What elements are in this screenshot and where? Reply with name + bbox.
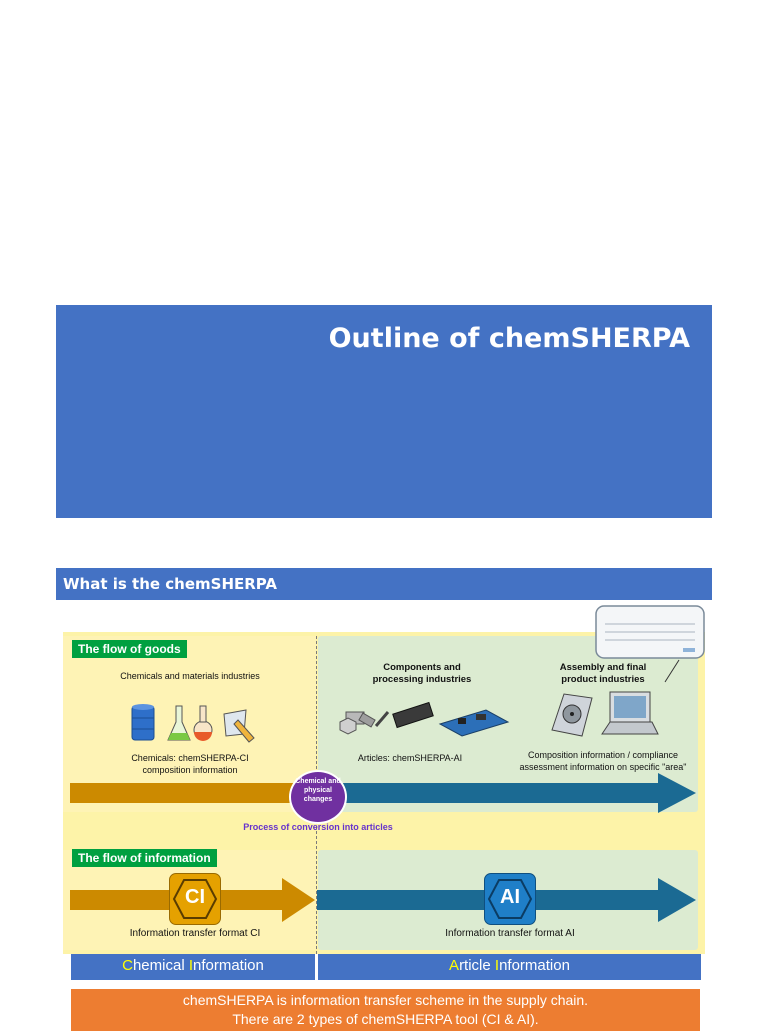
ai-badge: AI — [484, 873, 536, 925]
chemicals-icon — [131, 704, 255, 743]
article-label-letter-a: A — [449, 957, 460, 974]
chemical-information-label: Chemical Information — [71, 954, 315, 980]
article-label-part2: nformation — [499, 957, 570, 974]
product-devices-icon — [551, 691, 659, 737]
chemical-change-label: Chemical and physical changes — [295, 778, 341, 803]
process-caption: Process of conversion into articles — [243, 822, 393, 832]
composition-caption: Composition information / compliance ass… — [519, 750, 687, 772]
section-title: What is the chemSHERPA — [63, 575, 278, 593]
ai-hexagon-icon — [487, 879, 533, 919]
ai-caption: Information transfer format AI — [445, 928, 575, 939]
article-label-letter-i: I — [494, 957, 500, 974]
assembly-industries-label: Assembly and final product industries — [559, 662, 647, 685]
components-industries-label: Components and processing industries — [372, 662, 472, 685]
ci-badge: CI — [169, 873, 221, 925]
section-header: What is the chemSHERPA — [56, 568, 712, 600]
chemicals-caption: Chemicals: chemSHERPA-CI composition inf… — [131, 753, 249, 775]
goods-flow-arrow — [70, 773, 696, 813]
flow-of-goods-tag: The flow of goods — [72, 640, 187, 658]
info-flow-arrow — [70, 878, 696, 922]
ci-caption: Information transfer format CI — [129, 928, 261, 939]
ci-hexagon-icon — [172, 879, 218, 919]
air-conditioner-icon — [595, 605, 705, 683]
summary-line-1: chemSHERPA is information transfer schem… — [182, 992, 589, 1008]
articles-caption: Articles: chemSHERPA-AI — [357, 753, 463, 763]
article-information-label: Article Information — [318, 954, 701, 980]
summary-box: chemSHERPA is information transfer schem… — [71, 989, 700, 1031]
chemical-label-part1: hemical — [132, 957, 189, 974]
flow-of-info-tag: The flow of information — [72, 849, 217, 867]
chemicals-industries-label: Chemicals and materials industries — [120, 671, 260, 681]
components-icon — [339, 701, 510, 737]
article-label-part1: rticle — [459, 957, 495, 974]
title-band: Outline of chemSHERPA — [56, 305, 712, 518]
chemical-label-letter-c: C — [122, 957, 133, 974]
ai-badge-text: AI — [500, 886, 520, 908]
chemical-change-circle: Chemical and physical changes — [289, 770, 347, 824]
chemical-label-part2: nformation — [193, 957, 264, 974]
ci-badge-text: CI — [185, 886, 205, 908]
chemical-label-letter-i: I — [188, 957, 193, 974]
goods-chemicals-panel — [63, 636, 316, 812]
summary-line-2: There are 2 types of chemSHERPA tool (CI… — [232, 1011, 539, 1027]
page-title: Outline of chemSHERPA — [328, 323, 690, 354]
